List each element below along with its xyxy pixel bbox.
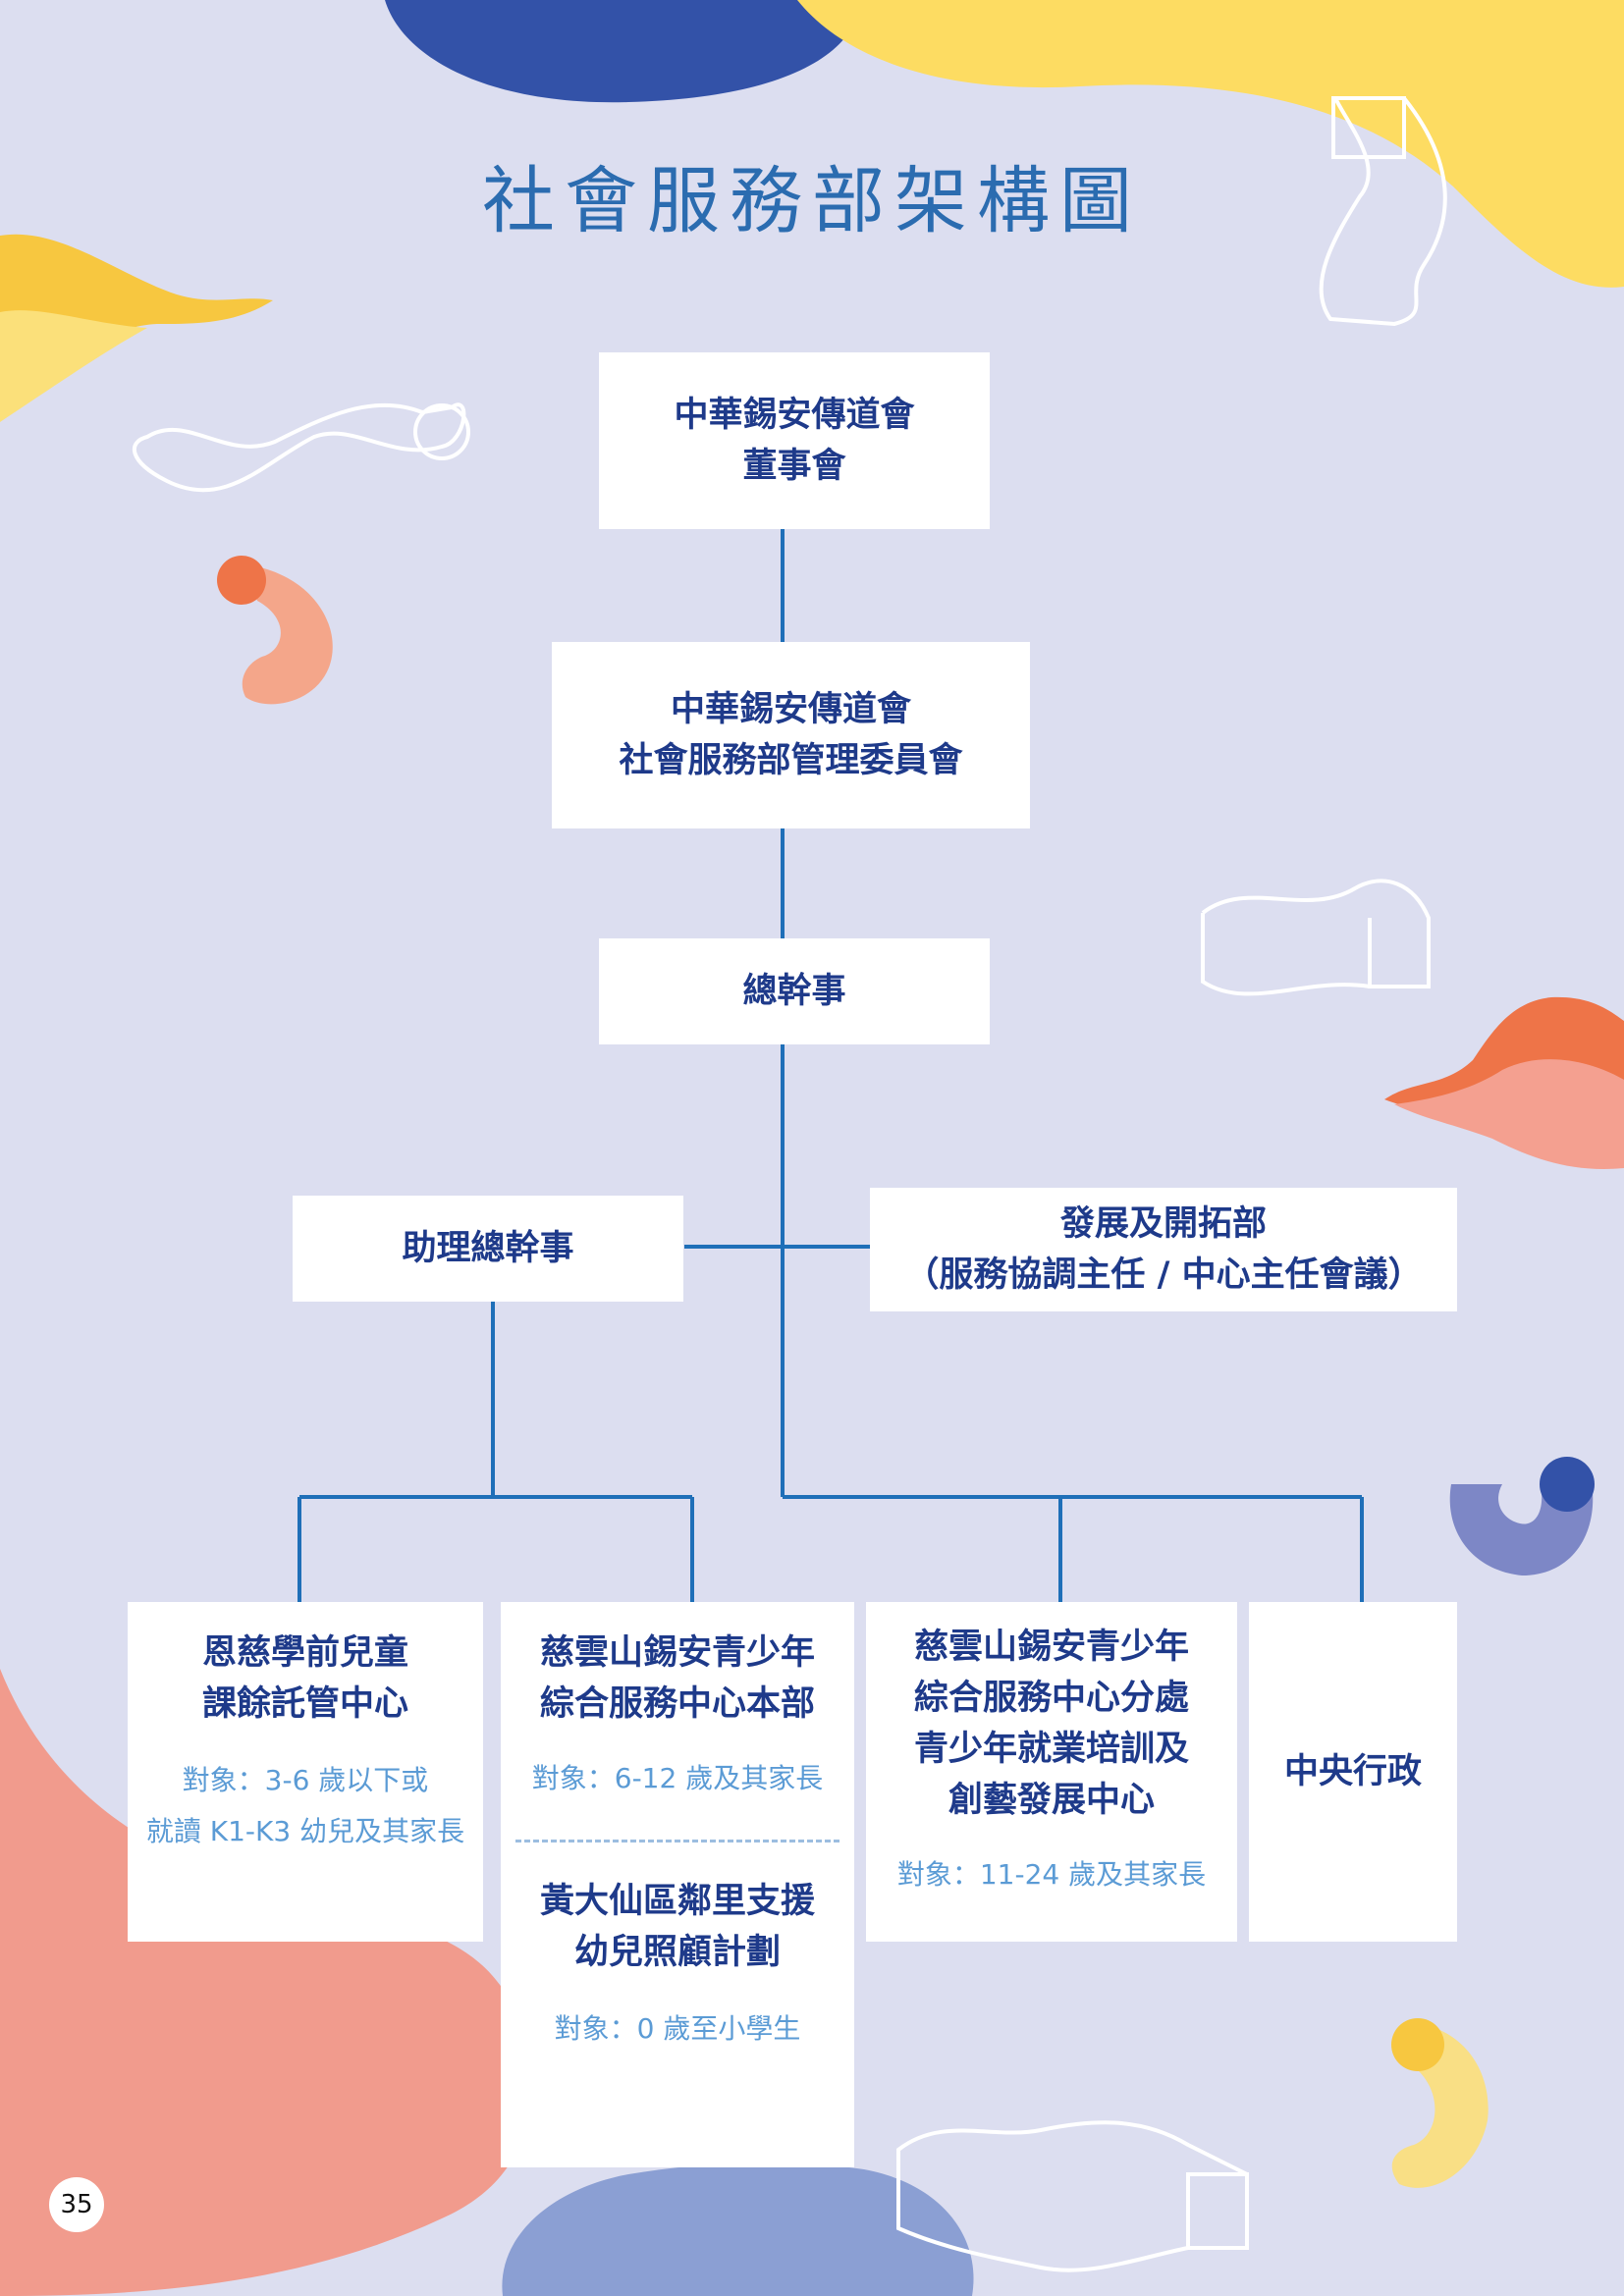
white-squiggle-left: [132, 402, 466, 493]
node-youth-hq-target: 對象：6-12 歲及其家長: [531, 1762, 824, 1794]
node-youth-branch-target: 對象：11-24 歲及其家長: [896, 1858, 1207, 1891]
node-preschool-target: 對象：3-6 歲以下或 就讀 K1-K3 幼兒及其家長: [145, 1764, 465, 1847]
white-ribbon-mid-right: [1201, 879, 1431, 996]
node-preschool: 恩慈學前兒童 課餘託管中心 對象：3-6 歲以下或 就讀 K1-K3 幼兒及其家…: [128, 1602, 483, 1942]
yellow-wave-left: [0, 234, 273, 412]
navy-dot-right: [1540, 1457, 1595, 1512]
node-preschool-label: 恩慈學前兒童 課餘託管中心: [201, 1633, 408, 1724]
page-title: 社會服務部架構圖: [482, 159, 1142, 243]
yellow-blob-top-right: [797, 0, 1624, 288]
node-general-secretary: 總幹事: [599, 938, 990, 1044]
page-number: 35: [49, 2177, 104, 2232]
node-development: 發展及開拓部 （服務協調主任 / 中心主任會議）: [870, 1188, 1457, 1311]
node-committee: 中華錫安傳道會 社會服務部管理委員會: [552, 642, 1030, 828]
node-youth-hq-sub-label: 黃大仙區鄰里支援 幼兒照顧計劃: [539, 1882, 815, 1972]
node-youth-hq-label: 慈雲山錫安青少年 綜合服務中心本部: [539, 1633, 815, 1724]
node-youth-branch-label: 慈雲山錫安青少年 綜合服務中心分處 青少年就業培訓及 創藝發展中心: [913, 1628, 1189, 1820]
node-general-secretary-label: 總幹事: [742, 972, 846, 1011]
node-youth-hq-sub-target: 對象：0 歲至小學生: [554, 2012, 801, 2045]
pink-flame-right: [1394, 1059, 1624, 1169]
white-ring-left: [413, 403, 470, 460]
blue-blob-top: [385, 0, 862, 103]
yellow-wave-left-light: [0, 310, 147, 422]
dashed-divider: [515, 1840, 839, 1842]
blue-blob-bottom: [502, 2163, 974, 2296]
yellow-dot-bottom-right: [1391, 2018, 1444, 2071]
white-cube-top-right: [1331, 96, 1406, 159]
orange-dot-left: [217, 556, 266, 605]
node-central-admin-label: 中央行政: [1283, 1752, 1422, 1791]
node-youth-hq: 慈雲山錫安青少年 綜合服務中心本部 對象：6-12 歲及其家長 黃大仙區鄰里支援…: [501, 1602, 854, 2167]
node-committee-label: 中華錫安傳道會 社會服務部管理委員會: [619, 690, 963, 780]
white-cube-bottom: [1186, 2172, 1249, 2250]
salmon-blob-bottom-left: [0, 1669, 530, 2296]
node-board-label: 中華錫安傳道會 董事會: [674, 396, 915, 486]
node-development-label: 發展及開拓部 （服務協調主任 / 中心主任會議）: [904, 1204, 1423, 1295]
white-ribbon-top-right: [1319, 96, 1447, 327]
node-assistant-general-secretary: 助理總幹事: [293, 1196, 683, 1302]
node-central-admin: 中央行政: [1249, 1602, 1457, 1942]
node-assistant-general-secretary-label: 助理總幹事: [402, 1229, 574, 1268]
node-board: 中華錫安傳道會 董事會: [599, 352, 990, 529]
yellow-hook-bottom-right: [1391, 2022, 1489, 2188]
orange-hook-left: [242, 564, 333, 705]
node-youth-branch: 慈雲山錫安青少年 綜合服務中心分處 青少年就業培訓及 創藝發展中心 對象：11-…: [866, 1602, 1237, 1942]
